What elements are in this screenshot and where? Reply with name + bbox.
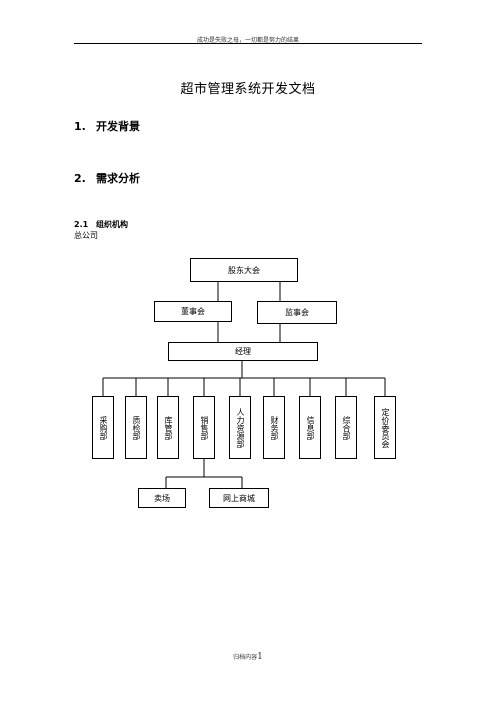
header-rule xyxy=(74,43,422,44)
org-node-board: 董事会 xyxy=(154,301,232,322)
department-label: 定价委员会 xyxy=(381,407,390,448)
section-heading-2: 2. 需求分析 xyxy=(74,170,140,186)
department-label: 质检部 xyxy=(132,415,141,440)
section-title: 开发背景 xyxy=(96,120,140,133)
subsection-note: 总公司 xyxy=(74,231,98,240)
page-header: 成功是失败之母，一切都是努力的结果 xyxy=(196,37,299,44)
subsection-title: 组织机构 xyxy=(96,220,128,229)
section-number: 2. xyxy=(74,172,86,185)
department-label: 人力资源部 xyxy=(236,407,245,448)
org-node-supervisory: 监事会 xyxy=(257,301,337,324)
org-node-department: 综合部 xyxy=(335,396,357,459)
section-title: 需求分析 xyxy=(96,172,140,185)
department-label: 库管部 xyxy=(164,415,173,440)
department-label: 销售部 xyxy=(200,415,209,440)
org-node-shareholders: 股东大会 xyxy=(190,258,298,282)
footer-label: 归档内容 xyxy=(233,654,258,661)
section-number: 1. xyxy=(74,120,86,133)
section-heading-1: 1. 开发背景 xyxy=(74,118,140,134)
page-footer: 归档内容1 xyxy=(0,652,496,662)
department-label: 信息部 xyxy=(306,415,315,440)
org-node-department: 质检部 xyxy=(125,396,147,459)
org-node-department: 信息部 xyxy=(299,396,321,459)
department-label: 采购部 xyxy=(99,415,108,440)
page-number: 1 xyxy=(257,652,263,662)
org-node-department: 库管部 xyxy=(157,396,179,459)
org-node-department: 定价委员会 xyxy=(374,396,396,459)
subsection-number: 2.1 xyxy=(74,220,89,229)
org-node-online-mall: 网上商城 xyxy=(209,488,269,508)
department-label: 综合部 xyxy=(342,415,351,440)
org-node-department: 采购部 xyxy=(92,396,114,459)
org-node-store: 卖场 xyxy=(138,488,186,508)
org-node-manager: 经理 xyxy=(168,342,318,361)
subsection-heading: 2.1 组织机构 xyxy=(74,219,128,230)
document-title: 超市管理系统开发文档 xyxy=(180,82,316,97)
department-label: 财务部 xyxy=(270,415,279,440)
org-node-department: 人力资源部 xyxy=(229,396,251,459)
org-node-department: 销售部 xyxy=(193,396,215,459)
org-node-department: 财务部 xyxy=(263,396,285,459)
